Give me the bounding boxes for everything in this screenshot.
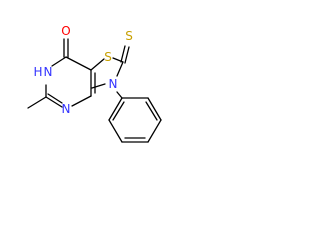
bond-c2-s-a [120,45,126,63]
bonds [27,38,162,143]
atom-sulfur-thione: S [125,29,133,43]
bond-c2-s-b [124,46,130,64]
atom-nitrogen-pyrimidine: N [62,102,71,116]
bond-n3-c3a [91,83,106,89]
atom-nitrogen-thiazole: N [109,77,118,91]
phenyl-inner-3 [112,101,125,121]
phenyl-bond-5 [108,119,123,143]
bond-c5-methyl [27,96,47,109]
bond-c7-c7a [65,56,92,71]
phenyl-bond-3 [147,119,162,143]
atom-labels: O S S N N H N [33,24,132,116]
atom-oxygen-carbonyl: O [61,24,70,38]
atom-hydrogen-nh: H [33,65,42,79]
bond-n6-c7 [51,56,67,67]
atom-nitrogen-nh: N [44,65,53,79]
atom-sulfur-ring: S [104,50,112,64]
phenyl-bond-6 [108,97,123,121]
phenyl-bond-2 [147,97,162,121]
bond-c3a-n4 [71,95,92,107]
chemical-structure: O S S N N H N [27,24,162,143]
phenyl-inner-1 [145,101,158,121]
bond-n4-c5-a [45,96,63,108]
bond-c2-n3 [116,61,124,77]
bond-n4-c5-b [47,93,63,104]
bond-n3-phenyl [116,91,123,99]
bond-c7a-s1 [90,58,105,71]
